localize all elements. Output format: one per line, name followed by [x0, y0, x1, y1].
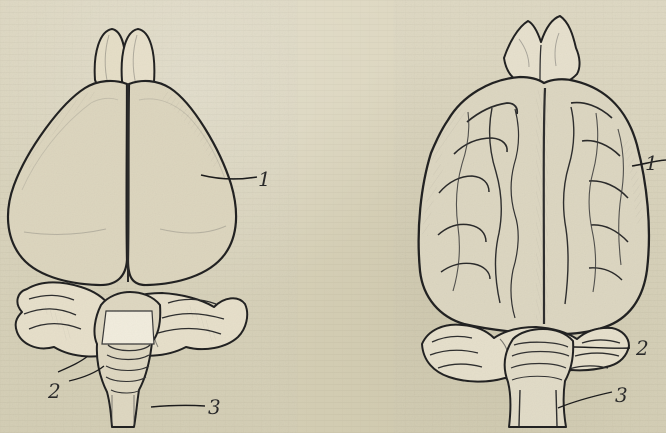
right-frontal-top	[504, 16, 580, 85]
right-label-1: 1	[645, 151, 658, 175]
left-label-1: 1	[258, 167, 271, 191]
right-brainstem	[505, 329, 573, 427]
right-cerebrum	[419, 77, 649, 334]
right-label-3-leader	[558, 392, 612, 408]
left-brain-figure: 1 2 3	[8, 29, 271, 427]
left-label-2: 2	[47, 379, 61, 403]
left-label-2-leader-a	[58, 356, 88, 372]
right-label-3: 3	[615, 383, 628, 407]
right-brain-figure: 1 2 3	[419, 16, 666, 427]
left-label-3: 3	[208, 395, 221, 419]
right-label-2: 2	[635, 336, 649, 360]
left-label-3-leader	[151, 405, 205, 407]
